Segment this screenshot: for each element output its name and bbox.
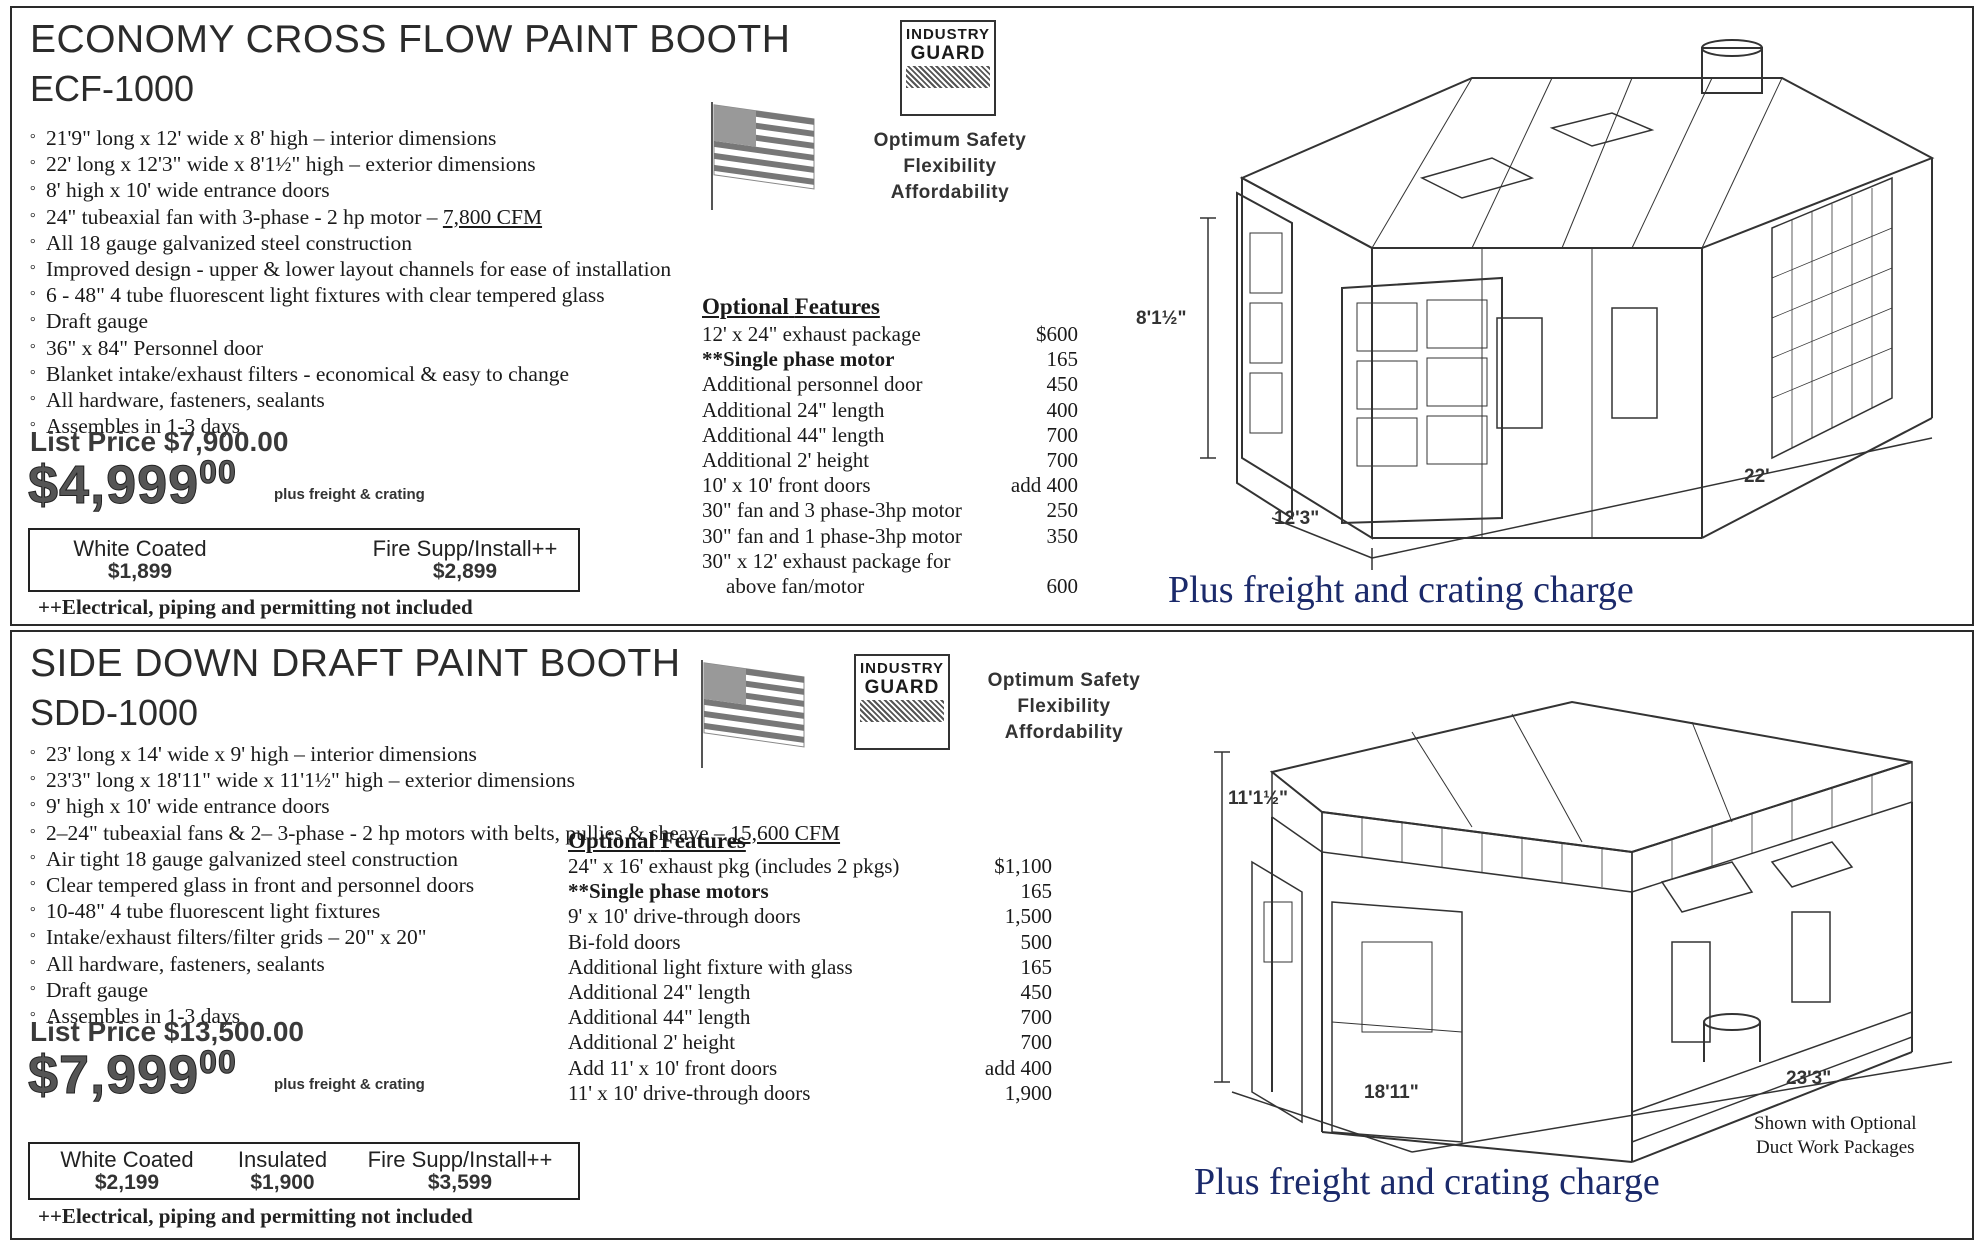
feature-row: 24" x 16' exhaust pkg (includes 2 pkgs)$… bbox=[568, 854, 1052, 878]
spec-item: °36" x 84" Personnel door bbox=[30, 335, 264, 360]
spec-item: °Blanket intake/exhaust filters - econom… bbox=[30, 361, 569, 386]
dimension-height: 11'1½" bbox=[1228, 788, 1289, 809]
spec-item: °All 18 gauge galvanized steel construct… bbox=[30, 230, 412, 255]
spec-item: °All hardware, fasteners, sealants bbox=[30, 388, 325, 413]
spec-item: °Clear tempered glass in front and perso… bbox=[30, 873, 475, 898]
sale-price: $4,99900 bbox=[27, 454, 237, 516]
list-price: List Price $13,500.00 bbox=[30, 1016, 304, 1047]
feature-row: 30" x 12' exhaust package for bbox=[702, 548, 951, 573]
tagline: Optimum Safety Flexibility Affordability bbox=[987, 670, 1141, 743]
us-flag-icon bbox=[711, 102, 815, 210]
dimension-height: 8'1½" bbox=[1136, 308, 1187, 329]
plus-freight-charge: Plus freight and crating charge bbox=[1168, 569, 1634, 611]
spec-item: °9' high x 10' wide entrance doors bbox=[30, 794, 330, 819]
plus-freight-charge: Plus freight and crating charge bbox=[1194, 1161, 1660, 1203]
spec-item: °Assembles in 1-3 days bbox=[30, 414, 241, 439]
option-insulated: Insulated$1,900 bbox=[237, 1147, 328, 1194]
spec-item: °22' long x 12'3" wide x 8'1½" high – ex… bbox=[30, 152, 536, 177]
spec-item: °23' long x 14' wide x 9' high – interio… bbox=[30, 742, 477, 766]
dimension-width: 18'11" bbox=[1364, 1082, 1419, 1103]
us-flag-icon bbox=[701, 660, 805, 768]
cross-flow-booth-illustration bbox=[1200, 39, 1935, 570]
cfm-rating: 15,600 CFM bbox=[730, 820, 841, 845]
freight-note-small: plus freight & crating bbox=[274, 486, 425, 503]
optional-features-list: 24" x 16' exhaust pkg (includes 2 pkgs)$… bbox=[568, 854, 1052, 1106]
booth-panel-economy-cross-flow: ECONOMY CROSS FLOW PAINT BOOTH ECF-1000 … bbox=[10, 6, 1974, 626]
booth-panel-side-down-draft: SIDE DOWN DRAFT PAINT BOOTH SDD-1000 °23… bbox=[10, 630, 1974, 1240]
sale-price: $7,99900 bbox=[27, 1044, 237, 1106]
booth-model: ECF-1000 bbox=[30, 68, 195, 109]
electrical-note: ++Electrical, piping and permitting not … bbox=[38, 595, 473, 619]
dimension-width: 12'3" bbox=[1274, 508, 1320, 529]
spec-item: °Assembles in 1-3 days bbox=[30, 1004, 241, 1029]
option-white-coated: White Coated$1,899 bbox=[73, 536, 207, 583]
option-fire-supp: Fire Supp/Install++$2,899 bbox=[372, 536, 558, 583]
spec-item: °Intake/exhaust filters/filter grids – 2… bbox=[30, 925, 427, 950]
cfm-rating: 7,800 CFM bbox=[442, 204, 543, 229]
spec-item: °10-48" 4 tube fluorescent light fixture… bbox=[30, 899, 381, 924]
option-fire-supp: Fire Supp/Install++$3,599 bbox=[367, 1147, 553, 1194]
industry-guard-logo: INDUSTRY GUARD bbox=[900, 20, 996, 116]
spec-item: °21'9" long x 12' wide x 8' high – inter… bbox=[30, 126, 497, 150]
spec-item: °24" tubeaxial fan with 3-phase - 2 hp m… bbox=[30, 204, 543, 229]
industry-guard-logo: INDUSTRY GUARD bbox=[854, 654, 950, 750]
booth-title: SIDE DOWN DRAFT PAINT BOOTH bbox=[30, 642, 681, 685]
booth-model: SDD-1000 bbox=[30, 692, 199, 733]
option-white-coated: White Coated$2,199 bbox=[60, 1147, 194, 1194]
freight-note-small: plus freight & crating bbox=[274, 1076, 425, 1093]
duct-work-caption: Shown with Optional Duct Work Packages bbox=[1754, 1113, 1917, 1158]
spec-list: °23' long x 14' wide x 9' high – interio… bbox=[30, 742, 840, 1030]
spec-item: °Air tight 18 gauge galvanized steel con… bbox=[30, 846, 458, 871]
spec-item: °Draft gauge bbox=[30, 977, 149, 1002]
feature-row: 12' x 24" exhaust package$600 bbox=[702, 322, 1078, 346]
booth-title: ECONOMY CROSS FLOW PAINT BOOTH bbox=[30, 18, 791, 61]
optional-features-list: 12' x 24" exhaust package$600 **Single p… bbox=[702, 322, 1078, 599]
spec-item: °Draft gauge bbox=[30, 309, 149, 334]
options-box: White Coated$2,199 Insulated$1,900 Fire … bbox=[28, 1142, 580, 1200]
spec-list: °21'9" long x 12' wide x 8' high – inter… bbox=[30, 126, 671, 440]
side-down-draft-booth-illustration bbox=[1214, 700, 1953, 1163]
spec-item: °2–24" tubeaxial fans & 2– 3-phase - 2 h… bbox=[30, 820, 841, 845]
spec-item: °23'3" long x 18'11" wide x 11'1½" high … bbox=[30, 768, 576, 793]
electrical-note: ++Electrical, piping and permitting not … bbox=[38, 1204, 473, 1228]
spec-item: °Improved design - upper & lower layout … bbox=[30, 257, 672, 282]
options-box: White Coated$1,899 Fire Supp/Install++$2… bbox=[28, 528, 580, 592]
spec-item: °6 - 48" 4 tube fluorescent light fixtur… bbox=[30, 283, 605, 308]
dimension-length: 23'3" bbox=[1786, 1068, 1832, 1089]
optional-features-heading: Optional Features bbox=[702, 294, 880, 319]
dimension-length: 22' bbox=[1744, 466, 1770, 487]
tagline: Optimum Safety Flexibility Affordability bbox=[873, 130, 1027, 203]
optional-features-heading: Optional Features bbox=[568, 828, 746, 853]
spec-item: °8' high x 10' wide entrance doors bbox=[30, 178, 330, 203]
list-price: List Price $7,900.00 bbox=[30, 426, 289, 457]
spec-item: °All hardware, fasteners, sealants bbox=[30, 951, 325, 976]
